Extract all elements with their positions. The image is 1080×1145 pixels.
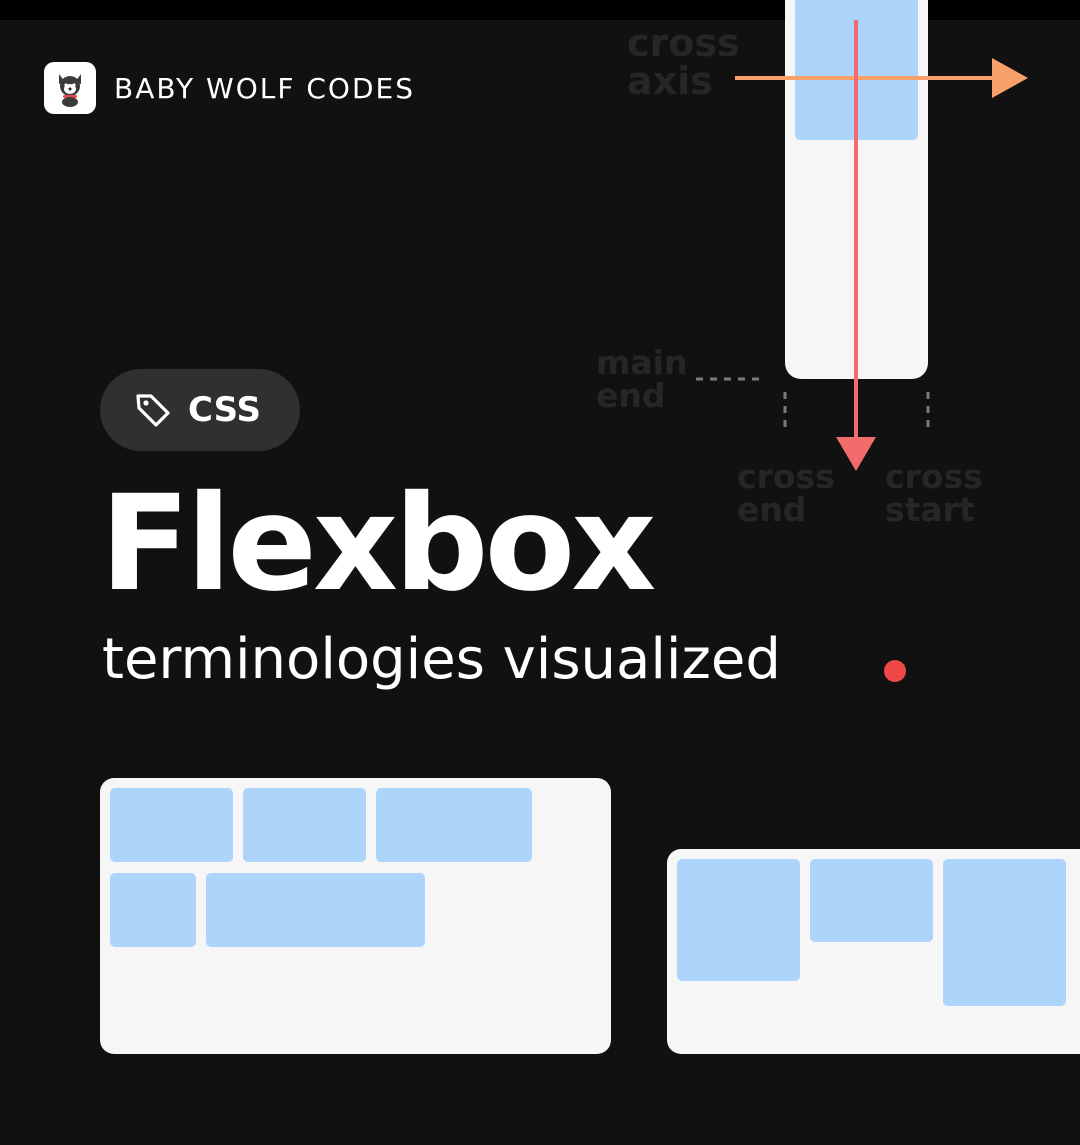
flex-item [943, 859, 1066, 1006]
dotted-guides [696, 377, 930, 428]
flex-item [243, 788, 366, 862]
brand: BABY WOLF CODES [44, 62, 415, 114]
cross-axis-arrow [735, 58, 1028, 98]
brand-name: BABY WOLF CODES [114, 71, 415, 105]
flex-item [376, 788, 532, 862]
cross-axis-label: cross axis [627, 21, 740, 103]
page-title: Flexbox [100, 467, 656, 621]
flex-item [677, 859, 800, 981]
css-tag[interactable]: CSS [100, 369, 300, 451]
main-end-label: main end [596, 343, 688, 415]
flex-item [110, 788, 233, 862]
tag-icon [136, 394, 170, 427]
main-axis-arrow [836, 20, 876, 471]
wolf-icon [44, 62, 96, 114]
cross-end-label: cross end [737, 457, 835, 529]
flex-item [810, 859, 933, 942]
tag-label: CSS [188, 390, 262, 430]
cross-start-label: cross start [885, 457, 983, 529]
page-subtitle: terminologies visualized [102, 627, 781, 692]
accent-dot [884, 660, 906, 682]
flex-item [206, 873, 425, 947]
flex-item [110, 873, 196, 947]
